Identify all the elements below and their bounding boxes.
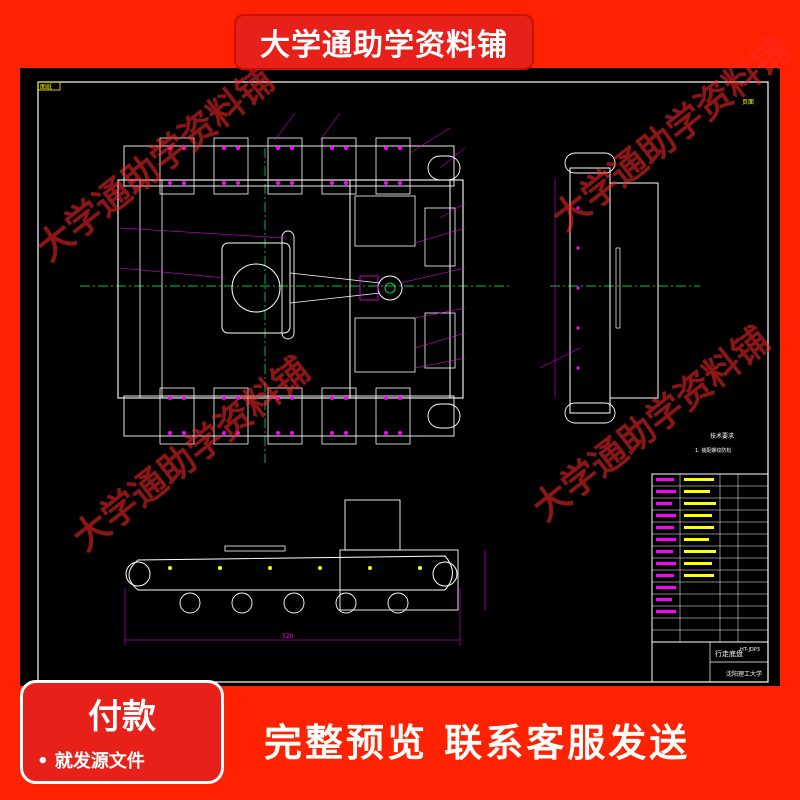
- shop-banner: 大学通助学资料铺: [234, 14, 534, 70]
- corner-tag-box: [37, 81, 61, 91]
- title-block: 行走底盘 HT-JDP3 沈阳理工大学: [651, 473, 769, 683]
- tech-req-item: 1. 装配螺纹防松: [695, 447, 731, 454]
- part-title: 行走底盘: [715, 649, 743, 658]
- width-dimension: 520: [282, 633, 294, 640]
- tech-req-title: 技术要求: [710, 432, 734, 440]
- corner-tag: 图纸: [40, 83, 52, 91]
- payment-title: 付款: [88, 697, 156, 737]
- cad-drawing: 图纸 页面: [37, 81, 769, 683]
- top-right-tag: 页面: [742, 99, 754, 106]
- side-view: [539, 152, 700, 424]
- payment-subtitle: • 就发源文件: [37, 751, 145, 772]
- payment-badge[interactable]: 付款 • 就发源文件: [20, 680, 224, 784]
- shop-banner-text: 大学通助学资料铺: [260, 28, 508, 63]
- school-name: 沈阳理工大学: [726, 670, 762, 678]
- top-view: [80, 112, 510, 463]
- drawing-number: HT-JDP3: [740, 647, 760, 653]
- drawing-frame: [37, 81, 769, 683]
- front-view: 520: [124, 499, 486, 646]
- cad-drawing-sheet: 图纸 页面: [20, 68, 780, 686]
- footer-slogan: 完整预览 联系客服发送: [264, 721, 691, 765]
